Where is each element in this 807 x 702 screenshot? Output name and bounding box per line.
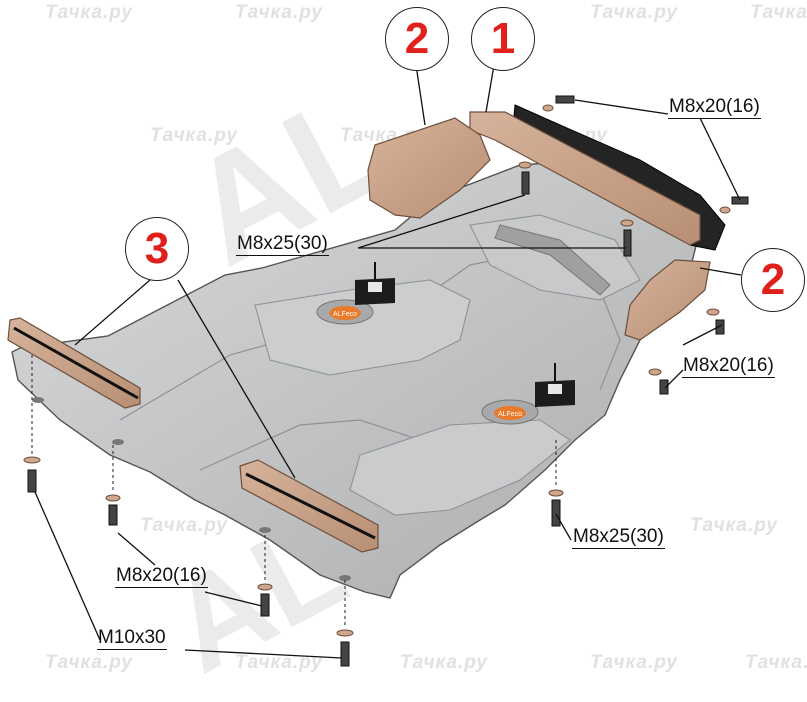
- bracket-2-right: [624, 259, 711, 341]
- label-bolt-center: M8x25(30): [236, 233, 329, 256]
- watermark-text: Тачка.ру: [235, 652, 323, 673]
- bolt-m8-center-right: [620, 219, 634, 257]
- alfeco-logo-text: ALFeco: [498, 411, 522, 418]
- callout-part-2-left: 2: [385, 7, 449, 71]
- bolt-m8-bottom-right: [548, 440, 564, 527]
- label-bolt-bottom: M10x30: [97, 627, 167, 650]
- callout-part-3: 3: [125, 217, 189, 281]
- bolt-m8-right: [648, 308, 725, 395]
- plate-hole: [259, 527, 271, 533]
- callout-part-2-right: 2: [741, 248, 805, 312]
- bolt-m8-center-left: [518, 161, 532, 195]
- watermark-text: Тачка.ру: [690, 515, 778, 536]
- bolt-m10-bottom: [336, 580, 354, 667]
- plate-hole: [339, 575, 351, 581]
- alfeco-logo-text: ALFeco: [333, 311, 357, 318]
- label-bolt-right-middle: M8x20(16): [682, 355, 775, 378]
- watermark-text: Тачка.ру: [45, 2, 133, 23]
- plate-ridge: [349, 419, 571, 516]
- bolt-m8-left: [105, 445, 121, 526]
- watermark-text: Тачка.ру: [590, 652, 678, 673]
- diagram-stage: AL AL Тачка.ру Тачка.ру Тачка.ру Тачка.р…: [7, 2, 807, 700]
- watermark-text: Тачка.ру: [590, 2, 678, 23]
- alfeco-logo: [494, 406, 526, 420]
- plate-slot: [494, 224, 611, 296]
- watermark-text: Тачка.ру: [140, 515, 228, 536]
- callout-part-1: 1: [471, 7, 535, 71]
- bracket-2-left: [367, 117, 491, 219]
- watermark-text: Тачка.ру: [45, 652, 133, 673]
- mount-block-face: [368, 282, 382, 292]
- plate-hole: [112, 439, 124, 445]
- bolt-m10-left: [23, 355, 41, 493]
- watermark-text: Тачка.ру: [745, 652, 807, 673]
- watermark-text: Тачка.ру: [750, 2, 807, 23]
- bracket-3-right-edge: [245, 472, 376, 540]
- label-bolt-bottom-right: M8x25(30): [572, 526, 665, 549]
- bolt-m8-top-right: [542, 95, 749, 214]
- label-bolt-bottom-left: M8x20(16): [115, 565, 208, 588]
- watermark-text: Тачка.ру: [400, 652, 488, 673]
- plate-ridge: [119, 254, 621, 421]
- label-bolt-top-right: M8x20(16): [668, 96, 761, 119]
- bracket-3-left-edge: [13, 326, 139, 400]
- plate-hole: [32, 397, 44, 403]
- skid-plate-drawing: ALFeco ALFeco: [7, 64, 749, 667]
- mount-block-face: [548, 384, 562, 394]
- watermark-text: Тачка.ру: [235, 2, 323, 23]
- alfeco-logo: [329, 306, 361, 320]
- watermark-text: Тачка.ру: [150, 125, 238, 146]
- bolt-m8-bottom: [257, 535, 273, 617]
- leader-lines: [34, 64, 742, 659]
